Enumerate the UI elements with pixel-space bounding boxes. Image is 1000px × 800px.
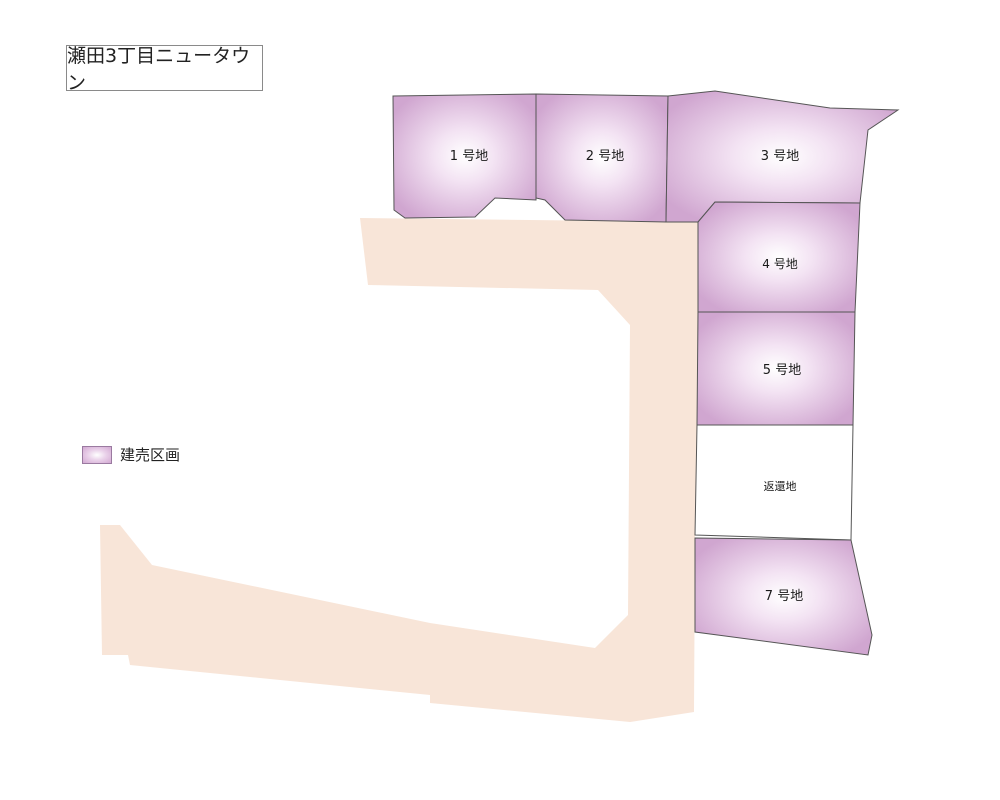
legend: 建売区画 xyxy=(82,444,180,465)
lot-4[interactable]: 4 号地 xyxy=(697,201,861,313)
lot-3[interactable]: 3 号地 xyxy=(665,90,900,223)
lot-returned[interactable]: 返還地 xyxy=(694,424,854,541)
lot-returned-label: 返還地 xyxy=(764,480,797,493)
road-area xyxy=(100,218,698,722)
lot-4-label: 4 号地 xyxy=(762,257,797,271)
lot-1[interactable]: 1 号地 xyxy=(392,93,537,219)
map-title: 瀬田3丁目ニュータウン xyxy=(66,45,263,94)
legend-swatch-sale-lot xyxy=(82,445,112,464)
lot-3-label: 3 号地 xyxy=(761,149,799,164)
lot-7-label: 7 号地 xyxy=(765,589,803,604)
lot-2-label: 2 号地 xyxy=(586,149,624,164)
legend-label: 建売区画 xyxy=(120,446,181,464)
lot-7[interactable]: 7 号地 xyxy=(694,537,873,656)
lot-2[interactable]: 2 号地 xyxy=(535,93,669,223)
lot-1-label: 1 号地 xyxy=(450,149,488,164)
lot-5[interactable]: 5 号地 xyxy=(696,311,856,426)
map-title-text: 瀬田3丁目ニュータウン xyxy=(67,45,251,94)
lot-5-label: 5 号地 xyxy=(763,363,801,378)
